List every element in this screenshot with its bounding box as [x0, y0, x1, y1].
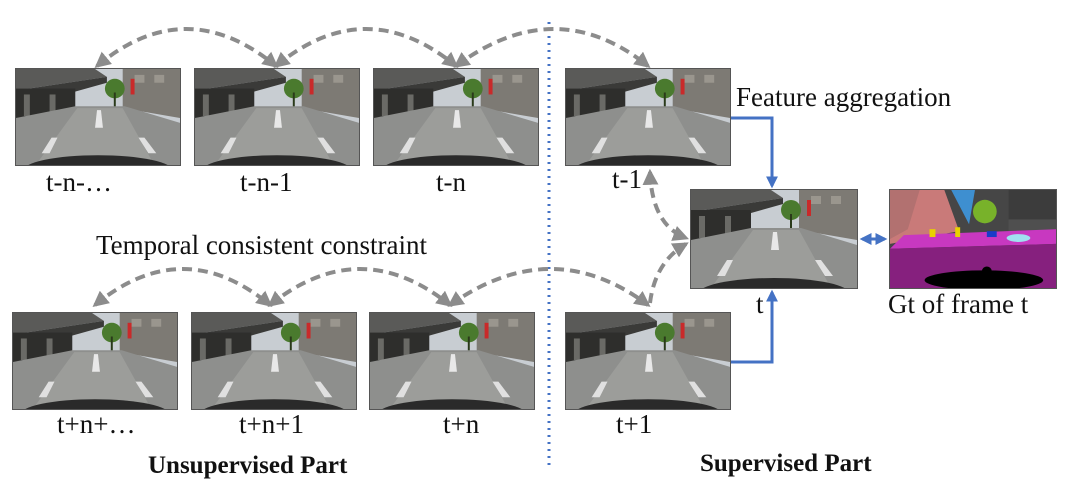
supervised-part-label: Supervised Part	[700, 450, 872, 477]
curve-t-minus-1-to-t	[642, 168, 689, 241]
bottom-arc-2	[267, 267, 453, 307]
frame-label: t+n+…	[57, 409, 136, 439]
frame-label: t-n-…	[46, 167, 112, 197]
gt-label: Gt of frame t	[888, 289, 1029, 319]
frame-image	[369, 312, 535, 410]
feature-aggregation-label: Feature aggregation	[736, 82, 952, 112]
frame-label: t+1	[616, 409, 653, 439]
frame-label: t+n+1	[239, 409, 304, 439]
top-arc-3	[453, 27, 651, 69]
frame-label: t-n	[436, 167, 466, 197]
bottom-arc-1	[92, 267, 273, 308]
curve-t-plus-1-to-t	[648, 242, 689, 304]
frame-image	[194, 68, 360, 166]
frame-image	[373, 68, 539, 166]
frame-label: t-1	[612, 164, 642, 194]
bottom-arc-3	[447, 267, 651, 307]
aggregation-arrow-bottom	[731, 289, 778, 364]
top-arc-1	[94, 27, 279, 69]
frame-image	[565, 312, 731, 410]
frame-image	[15, 68, 181, 166]
frame-image	[191, 312, 357, 410]
frame-image-t	[690, 189, 858, 289]
frame-image	[12, 312, 178, 410]
frame-label: t+n	[443, 409, 480, 439]
frame-label: t-n-1	[240, 167, 293, 197]
gt-segmentation-image	[889, 189, 1057, 289]
aggregation-arrow-top	[731, 116, 778, 189]
frame-image	[565, 68, 731, 166]
temporal-constraint-label: Temporal consistent constraint	[96, 230, 428, 260]
unsupervised-part-label: Unsupervised Part	[148, 452, 348, 479]
top-arc-2	[273, 27, 459, 69]
frame-label-t: t	[756, 289, 764, 319]
